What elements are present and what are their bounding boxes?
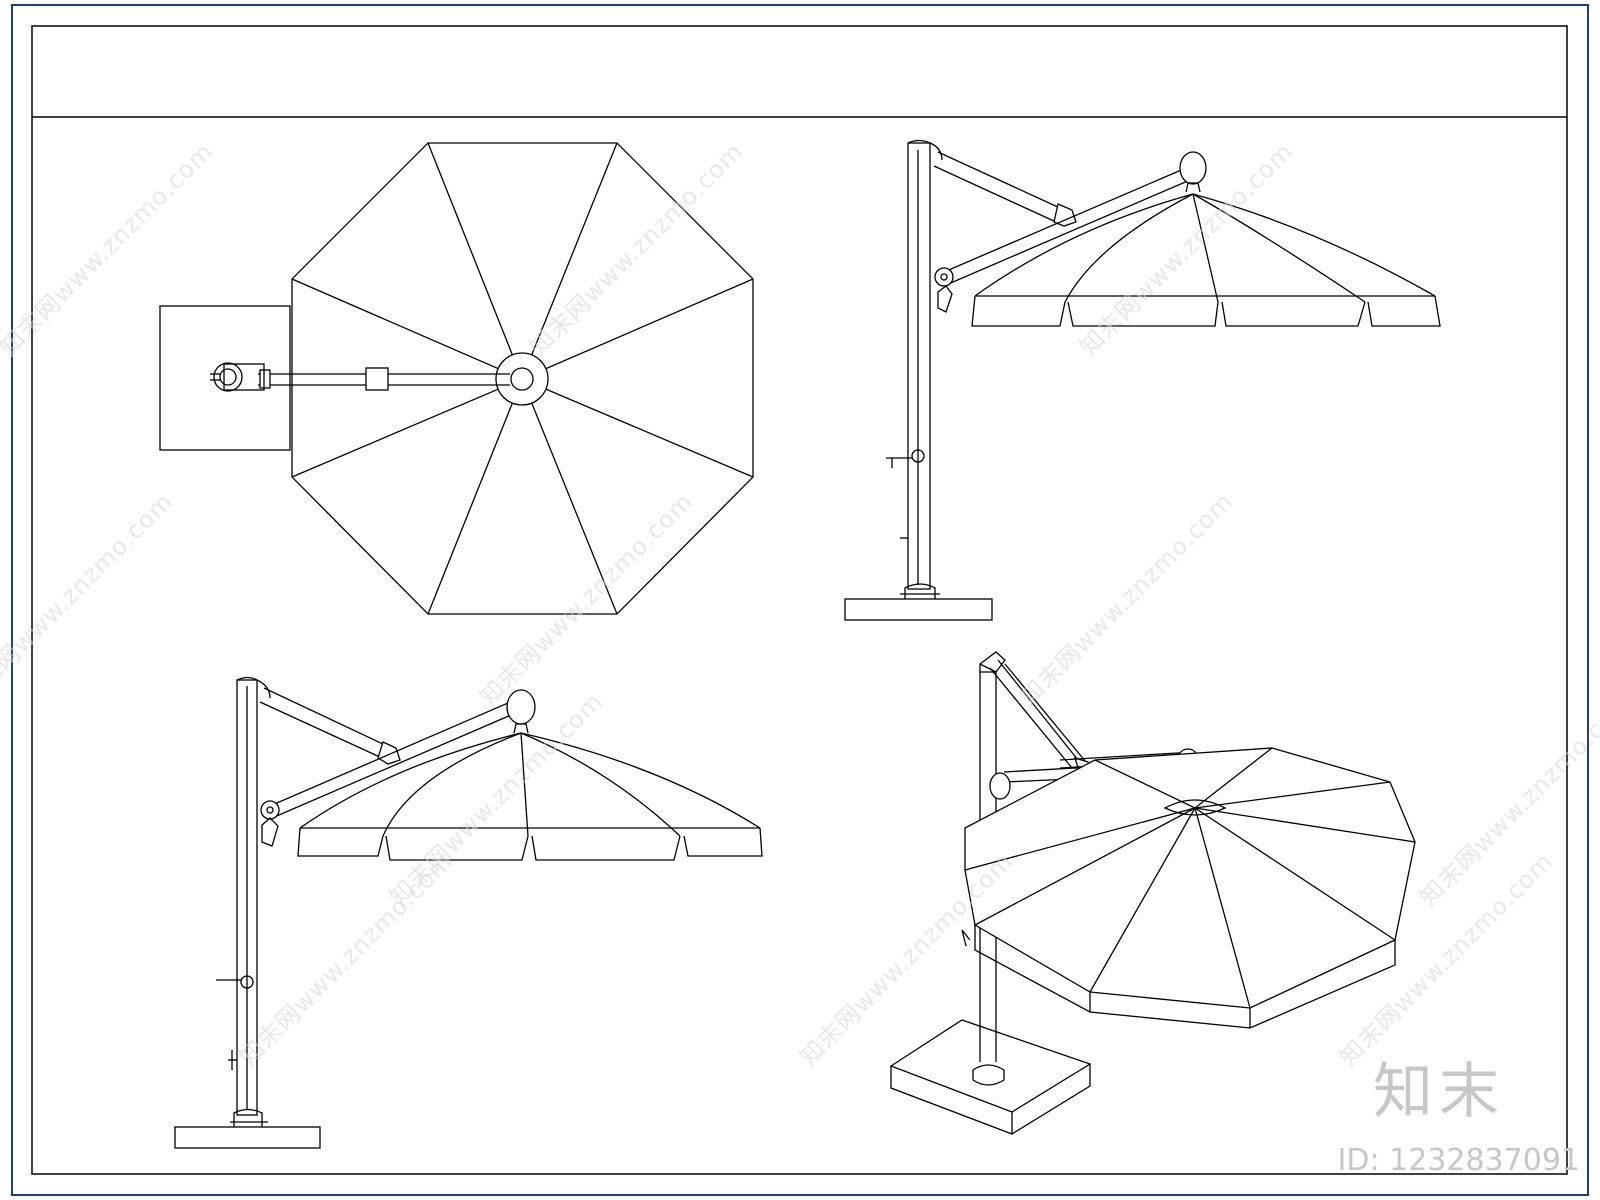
arm-plan bbox=[210, 362, 510, 392]
side-elevation-right bbox=[844, 139, 1441, 621]
pole bbox=[907, 142, 931, 590]
inner-frame bbox=[31, 25, 1568, 1175]
base-block bbox=[174, 1126, 321, 1149]
base-fitting bbox=[904, 583, 936, 599]
base-block bbox=[844, 598, 993, 621]
perspective-view bbox=[889, 651, 1416, 1135]
canopy-elevation bbox=[297, 732, 763, 861]
canopy-ribs bbox=[291, 142, 754, 615]
top-view bbox=[159, 142, 754, 615]
pole bbox=[236, 679, 258, 1116]
hub-inner bbox=[510, 367, 534, 391]
side-elevation-left bbox=[174, 676, 763, 1149]
watermark-logo: 知末 bbox=[1373, 1057, 1505, 1127]
base-plate-plan bbox=[159, 305, 291, 451]
canopy-elevation bbox=[971, 193, 1441, 327]
canopy-perspective bbox=[964, 747, 1416, 1029]
outer-frame bbox=[11, 4, 1589, 1196]
hub-outer bbox=[495, 352, 549, 406]
watermark-id-label: ID: 1232837091 bbox=[1337, 1143, 1580, 1178]
